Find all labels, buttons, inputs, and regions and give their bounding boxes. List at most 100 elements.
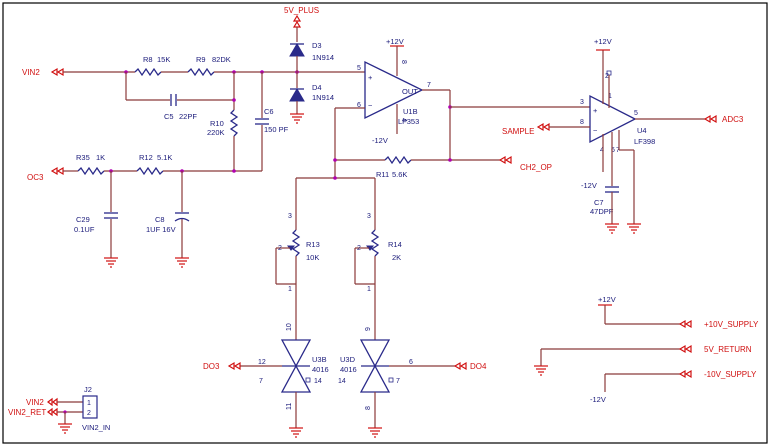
svg-text:14: 14 [338, 378, 346, 385]
svg-text:5: 5 [357, 65, 361, 72]
svg-text:2: 2 [605, 73, 609, 80]
plus5-label: 5V_PLUS [284, 6, 319, 15]
svg-text:+: + [368, 73, 373, 82]
ground-c8 [175, 257, 189, 268]
potentiometer-r13: R13 10K [287, 229, 320, 262]
vin2-label: VIN2 [22, 68, 40, 77]
ground-c7 [605, 223, 619, 234]
svg-text:5: 5 [634, 110, 638, 117]
u1b-ref: U1B [403, 107, 418, 116]
svg-text:+: + [593, 106, 598, 115]
do4-port: DO4 [453, 361, 487, 371]
svg-text:7: 7 [396, 378, 400, 385]
plus5-port: 5V_PLUS [284, 6, 319, 28]
svg-text:2: 2 [278, 245, 282, 252]
adc3-label: ADC3 [722, 115, 744, 124]
supply-p12: +12V [598, 295, 616, 304]
do3-label: DO3 [203, 362, 220, 371]
svg-text:1: 1 [367, 286, 371, 293]
r35-ref: R35 [76, 153, 90, 162]
u3b-ref: U3B [312, 355, 327, 364]
r13-ref: R13 [306, 240, 320, 249]
u3d-ref: U3D [340, 355, 356, 364]
svg-text:2: 2 [87, 410, 91, 417]
svg-text:7: 7 [616, 147, 620, 154]
oc3-label: OC3 [27, 173, 44, 182]
vin2-input-port: VIN2 [22, 67, 64, 77]
d4-ref: D4 [312, 83, 322, 92]
ground-u3d [368, 427, 382, 438]
svg-text:10: 10 [286, 323, 293, 331]
c5-value: 22PF [179, 112, 197, 121]
capacitor-c8: C8 1UF 16V [146, 212, 190, 234]
ground-j2 [58, 423, 72, 434]
p10-supply-label: +10V_SUPPLY [704, 320, 759, 329]
opamp-u1b: + − OUT U1B LF353 [364, 60, 424, 126]
svg-text:6: 6 [409, 359, 413, 366]
resistor-r35: R35 1K [76, 153, 105, 176]
capacitor-c6: C6 150 PF [255, 107, 289, 134]
5v-return-port: 5V_RETURN [678, 344, 752, 354]
do4-label: DO4 [470, 362, 487, 371]
r12-ref: R12 [139, 153, 153, 162]
svg-text:14: 14 [314, 378, 322, 385]
ch2op-port: CH2_OP [498, 155, 552, 172]
potentiometer-r14: R14 2K [366, 229, 402, 262]
u4-vminus: -12V [581, 181, 597, 190]
switch-u3b: U3B 4016 [280, 339, 329, 393]
j2-value: VIN2_IN [82, 423, 110, 432]
svg-text:8: 8 [400, 60, 407, 64]
r9-value: 82DK [212, 55, 231, 64]
svg-text:4: 4 [400, 118, 407, 122]
j2-ref: J2 [84, 385, 92, 394]
svg-text:9: 9 [365, 327, 372, 331]
resistor-r8: R8 15K [134, 55, 170, 77]
c7-ref: C7 [594, 198, 604, 207]
c8-ref: C8 [155, 215, 165, 224]
sample-port: SAMPLE [502, 122, 550, 136]
u1b-out-label: OUT [402, 87, 418, 96]
c6-value: 150 PF [264, 125, 289, 134]
c8-value: 1UF 16V [146, 225, 176, 234]
c29-value: 0.1UF [74, 225, 95, 234]
resistor-r12: R12 5.1K [136, 153, 172, 176]
c5-ref: C5 [164, 112, 174, 121]
svg-text:3: 3 [367, 213, 371, 220]
d3-ref: D3 [312, 41, 322, 50]
capacitor-c7: C7 47DPF [590, 186, 619, 216]
ground-c29 [104, 257, 118, 268]
ground-5v-return [534, 365, 548, 376]
r14-ref: R14 [388, 240, 402, 249]
sample-hold-u4: + − U4 LF398 [589, 94, 655, 146]
j2-vin2-label: VIN2 [26, 398, 44, 407]
svg-text:11: 11 [286, 403, 293, 410]
u1b-vplus: +12V [386, 37, 404, 46]
r11-ref: R11 [376, 170, 389, 179]
ground-d4 [290, 113, 304, 124]
resistor-r11: R11 5.6K [376, 155, 412, 179]
p10-supply-port: +10V_SUPPLY [678, 319, 759, 329]
svg-text:6: 6 [611, 147, 615, 154]
m10-supply-label: -10V_SUPPLY [704, 370, 757, 379]
capacitor-c5: C5 22PF [164, 94, 197, 121]
r8-value: 15K [157, 55, 170, 64]
capacitor-c29: C29 0.1UF [74, 212, 118, 234]
svg-text:12: 12 [258, 359, 266, 366]
u3b-value: 4016 [312, 365, 329, 374]
u4-vplus: +12V [594, 37, 612, 46]
svg-text:8: 8 [580, 119, 584, 126]
r13-value: 10K [306, 253, 319, 262]
ground-u4 [627, 223, 641, 234]
c6-ref: C6 [264, 107, 274, 116]
svg-text:4: 4 [600, 147, 604, 154]
sample-label: SAMPLE [502, 127, 534, 136]
j2-vin2-ret-label: VIN2_RET [8, 408, 46, 417]
ground-u3b [289, 427, 303, 438]
r12-value: 5.1K [157, 153, 172, 162]
svg-text:−: − [593, 126, 598, 135]
u4-value: LF398 [634, 137, 655, 146]
u1b-vminus: -12V [372, 136, 388, 145]
m10-supply-port: -10V_SUPPLY [678, 369, 757, 379]
u1b-value: LF353 [398, 117, 419, 126]
